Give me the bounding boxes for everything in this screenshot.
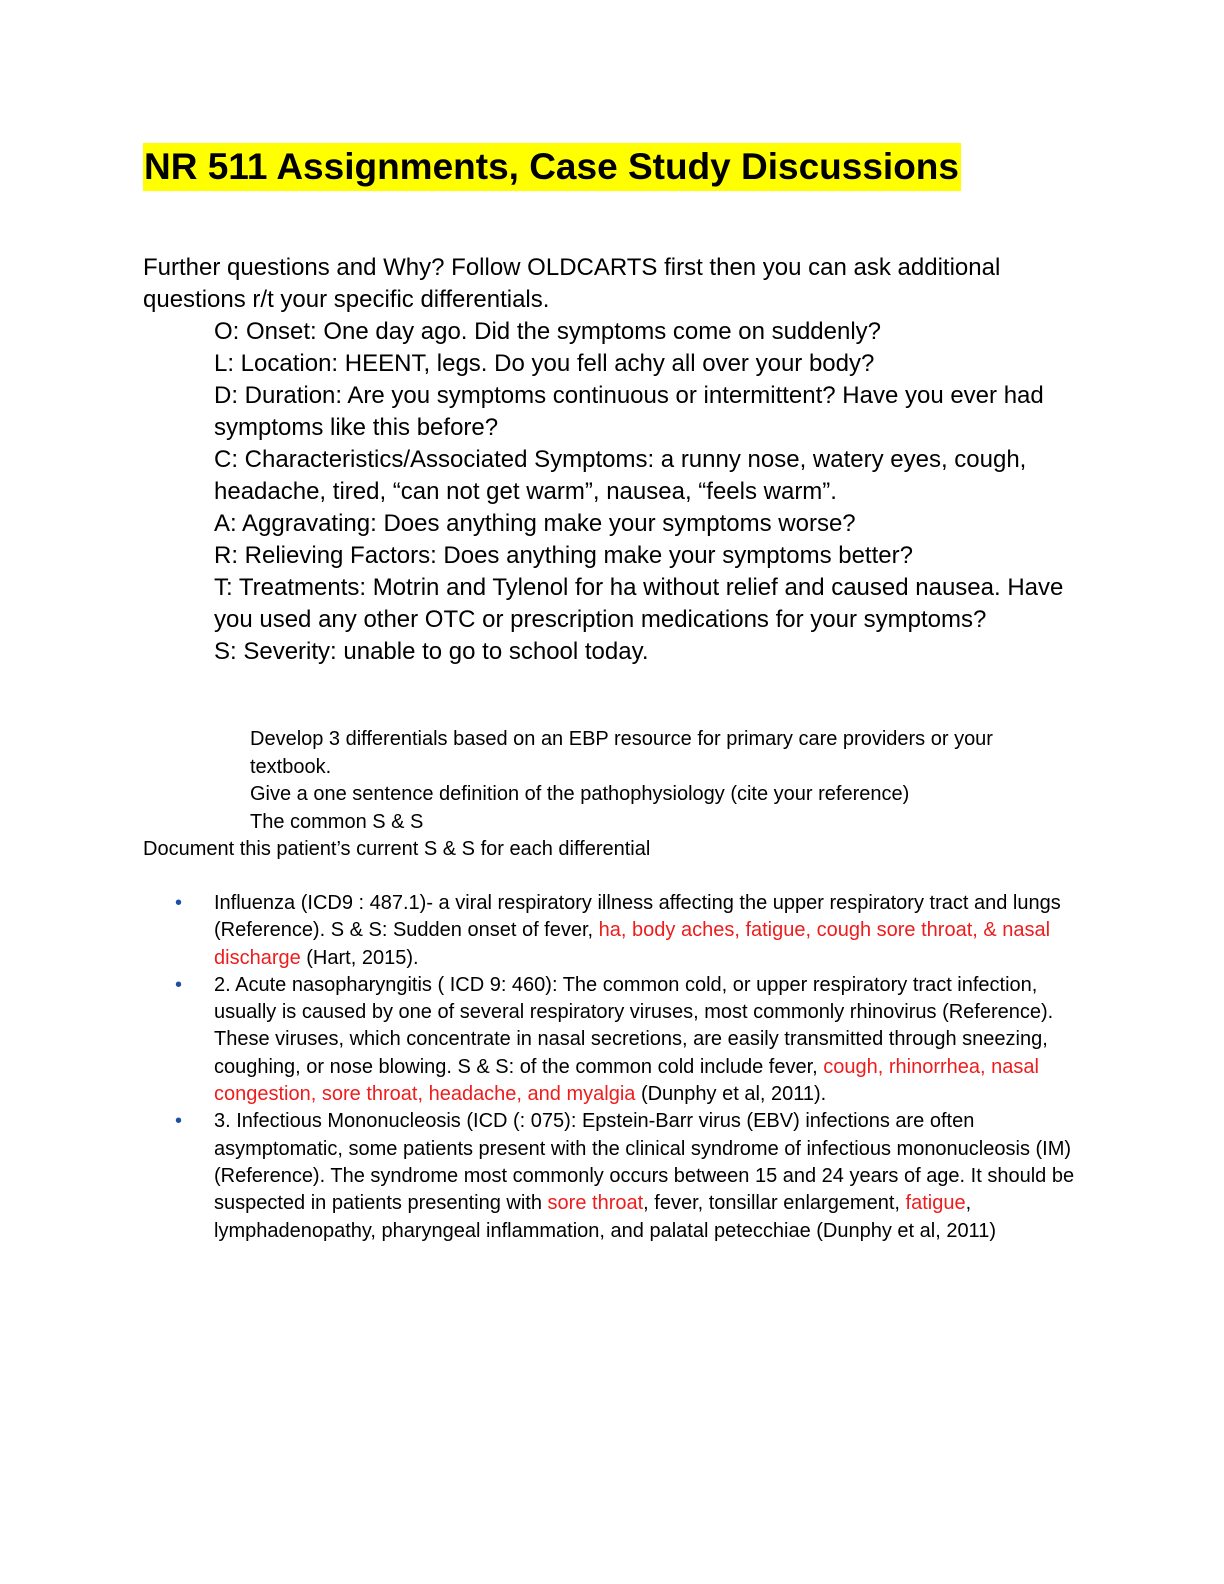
oldcarts-onset: O: Onset: One day ago. Did the symptoms … — [214, 318, 882, 345]
title-block: NR 511 Assignments, Case Study Discussio… — [143, 143, 961, 191]
oldcarts-duration: D: Duration: Are you symptoms continuous… — [214, 382, 1044, 441]
differential-text: , fever, tonsillar enlargement, — [643, 1192, 906, 1215]
oldcarts-aggravating: A: Aggravating: Does anything make your … — [214, 510, 856, 537]
oldcarts-severity: S: Severity: unable to go to school toda… — [214, 638, 649, 665]
oldcarts-characteristics: C: Characteristics/Associated Symptoms: … — [214, 446, 1027, 505]
document-instruction: Document this patient’s current S & S fo… — [143, 838, 651, 860]
patient-symptoms-highlight: fatigue — [905, 1192, 966, 1215]
oldcarts-relieving: R: Relieving Factors: Does anything make… — [214, 542, 913, 569]
intro-paragraph: Further questions and Why? Follow OLDCAR… — [143, 254, 1001, 313]
task-list: Develop 3 differentials based on an EBP … — [250, 726, 1070, 836]
differentials-list: • Influenza (ICD9 : 487.1)- a viral resp… — [175, 890, 1075, 1245]
task-item: The common S & S — [250, 810, 424, 833]
differential-text: 2. Acute nasopharyngitis ( ICD 9: 460): … — [214, 973, 1054, 1078]
differential-nasopharyngitis: • 2. Acute nasopharyngitis ( ICD 9: 460)… — [175, 972, 1075, 1108]
differential-citation: (Dunphy et al, 2011). — [635, 1083, 827, 1106]
bullet-icon: • — [175, 892, 183, 914]
oldcarts-treatments: T: Treatments: Motrin and Tylenol for ha… — [214, 574, 1064, 633]
differential-citation: (Hart, 2015). — [300, 946, 419, 969]
task-item: Give a one sentence definition of the pa… — [250, 783, 910, 805]
page-title: NR 511 Assignments, Case Study Discussio… — [143, 143, 961, 191]
differential-text: 3. Infectious Mononucleosis (ICD (: 075)… — [214, 1110, 1075, 1215]
differential-text: Influenza (ICD9 : 487.1)- a viral respir… — [214, 892, 1061, 942]
patient-symptoms-highlight: cough, rhinorrhea, nasal congestion, sor… — [214, 1055, 1039, 1106]
task-item: Develop 3 differentials based on an EBP … — [250, 728, 993, 778]
oldcarts-list: O: Onset: One day ago. Did the symptoms … — [214, 316, 1084, 668]
differential-citation: , lymphadenopathy, pharyngeal inflammati… — [214, 1192, 996, 1242]
bullet-icon: • — [175, 973, 183, 996]
bullet-icon: • — [175, 1110, 183, 1133]
patient-symptoms-highlight: ha, body aches, fatigue, cough sore thro… — [214, 919, 1051, 969]
differential-influenza: • Influenza (ICD9 : 487.1)- a viral resp… — [175, 890, 1075, 972]
oldcarts-location: L: Location: HEENT, legs. Do you fell ac… — [214, 350, 875, 377]
differential-mononucleosis: • 3. Infectious Mononucleosis (ICD (: 07… — [175, 1108, 1075, 1244]
patient-symptoms-highlight: sore throat — [547, 1192, 644, 1215]
